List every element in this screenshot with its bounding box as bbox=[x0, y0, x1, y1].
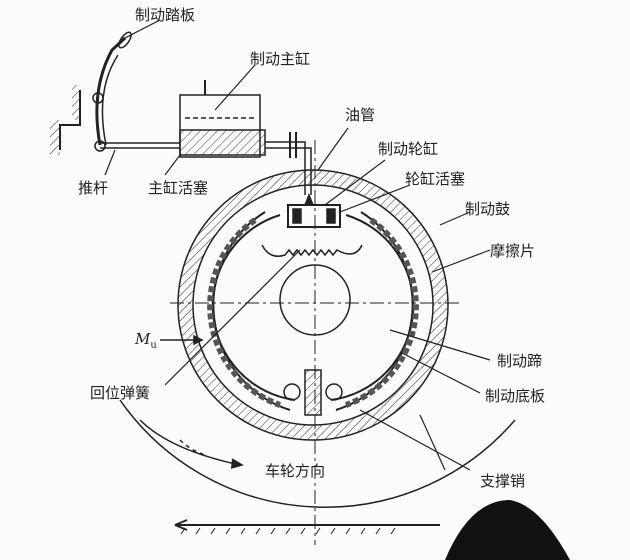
wheel-cylinder bbox=[287, 204, 341, 228]
brake-pedal bbox=[95, 36, 127, 146]
label-wheel-cylinder: 制动轮缸 bbox=[378, 140, 439, 158]
label-support-pin: 支撑销 bbox=[480, 472, 526, 490]
oil-pipe bbox=[265, 141, 312, 195]
label-push-rod: 推杆 bbox=[78, 179, 109, 197]
return-spring bbox=[261, 244, 363, 257]
label-return-spring: 回位弹簧 bbox=[90, 384, 151, 402]
brake-shoe-left bbox=[211, 214, 296, 401]
label-backing-plate: 制动底板 bbox=[485, 387, 546, 405]
label-pedal: 制动踏板 bbox=[135, 6, 196, 24]
master-cylinder bbox=[179, 94, 261, 158]
label-master-piston: 主缸活塞 bbox=[148, 179, 209, 197]
label-wheel-direction: 车轮方向 bbox=[265, 462, 326, 480]
label-brake-drum: 制动鼓 bbox=[465, 200, 511, 218]
label-wheel-cylinder-piston: 轮缸活塞 bbox=[405, 170, 466, 188]
moment-subscript: u bbox=[150, 340, 157, 351]
smudge bbox=[445, 500, 570, 560]
label-moment: Mu bbox=[135, 330, 157, 351]
moment-symbol: M bbox=[135, 330, 151, 348]
rotation-arrow bbox=[139, 419, 241, 466]
brake-shoe-right bbox=[330, 214, 415, 401]
support-pin bbox=[304, 369, 322, 416]
push-rod bbox=[100, 142, 180, 149]
label-friction-pad: 摩擦片 bbox=[490, 242, 536, 260]
label-oil-pipe: 油管 bbox=[345, 106, 376, 124]
label-master-cylinder: 制动主缸 bbox=[250, 50, 311, 68]
wheel-arc bbox=[119, 399, 516, 508]
label-brake-shoe: 制动蹄 bbox=[497, 352, 543, 370]
